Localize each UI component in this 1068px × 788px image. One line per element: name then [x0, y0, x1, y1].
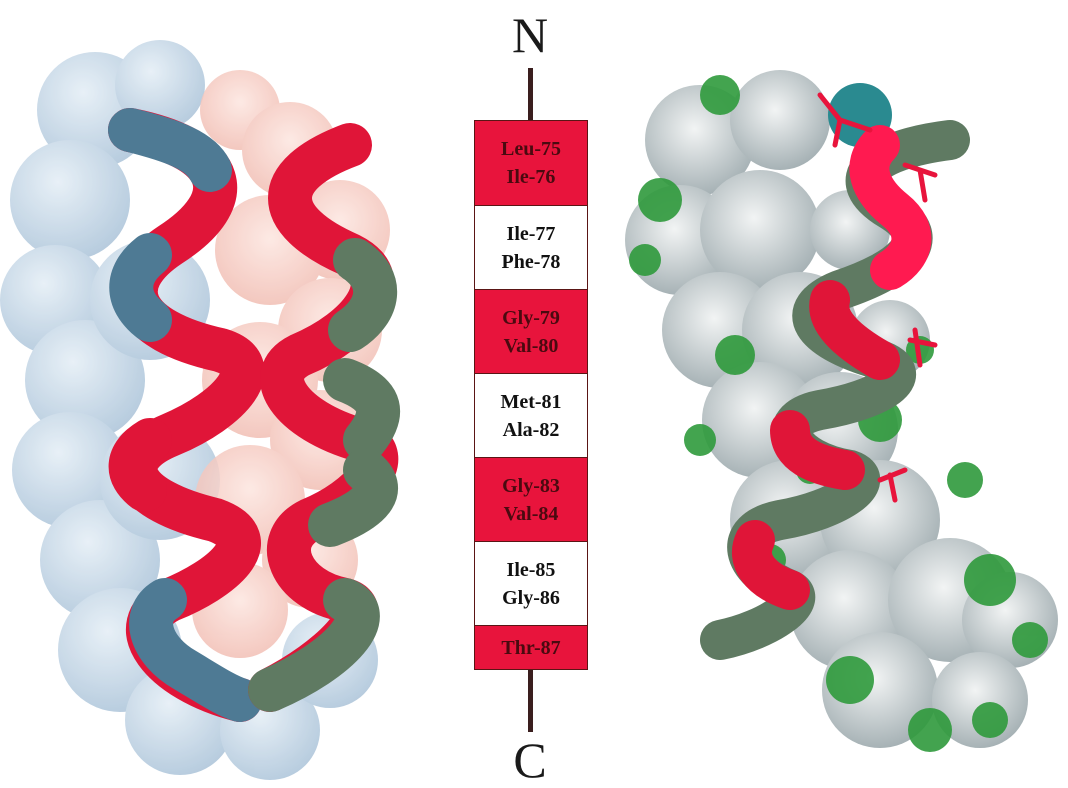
n-terminal-stem	[528, 68, 533, 122]
c-terminus-label: C	[513, 732, 547, 788]
c-terminal-stem	[528, 670, 533, 732]
residue-label: Thr-87	[501, 636, 561, 659]
right-helix	[700, 120, 970, 660]
left-surface-model	[0, 40, 401, 780]
residue-label: Phe-78	[501, 250, 561, 273]
residue-label: Gly-79	[502, 306, 560, 329]
left-helix-2	[248, 123, 401, 712]
right-side-chains	[817, 92, 938, 503]
residue-label: Ile-85	[506, 558, 556, 581]
residue-label: Gly-86	[502, 586, 560, 609]
residue-segment: Thr-87	[475, 625, 587, 669]
residue-label: Leu-75	[501, 138, 561, 160]
residue-label: Gly-83	[502, 474, 560, 497]
residue-label: Val-84	[503, 502, 559, 525]
residue-label: Ile-76	[506, 166, 556, 188]
residue-label: Val-80	[503, 334, 559, 357]
residue-label: Met-81	[500, 390, 562, 413]
left-helix-1	[108, 108, 265, 722]
residue-label: Ala-82	[502, 418, 560, 441]
n-terminus-label: N	[511, 7, 549, 63]
right-surface-model	[625, 70, 1058, 752]
residue-label: Ile-77	[506, 222, 556, 245]
